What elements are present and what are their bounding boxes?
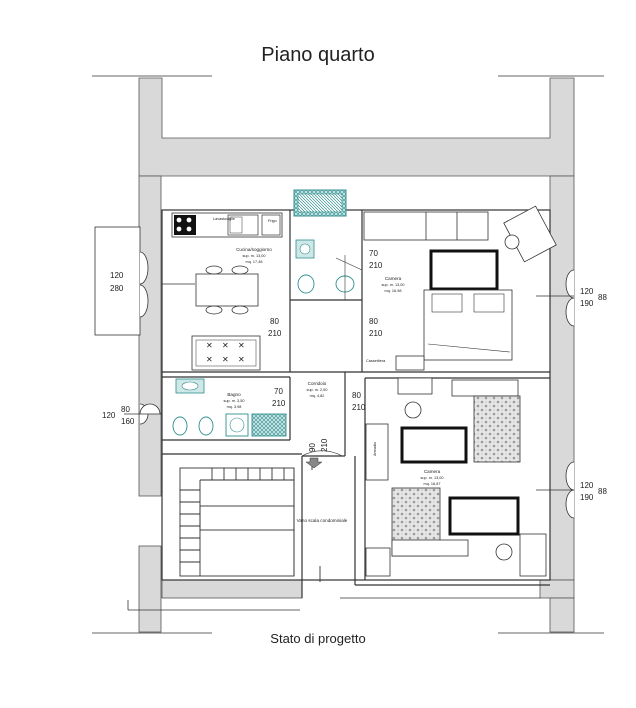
corridor-area: sup. m. 2,50: [307, 388, 328, 392]
right-window-top-height: 190: [580, 299, 594, 308]
door-bath-height: 210: [272, 399, 286, 408]
svg-text:✕: ✕: [206, 341, 213, 350]
entrance-door: [301, 450, 343, 469]
right-window-bottom: [536, 461, 575, 519]
door-bedroom-top-height: 210: [369, 329, 383, 338]
bedroom-bottom-area: sup. m. 13,00: [420, 476, 443, 480]
right-window-top: [536, 269, 575, 327]
door-wc-width: 70: [369, 249, 378, 258]
bathroom-fixtures: [172, 378, 287, 437]
left-balcony: [94, 226, 141, 336]
fridge-label: Frigo: [268, 219, 277, 223]
door-bedroom-bottom-height: 210: [352, 403, 366, 412]
corridor-floor-area: mq. 4,82: [310, 394, 325, 398]
bathroom-name: Bagno: [227, 392, 241, 397]
bathroom-floor-area: mq. 3,98: [227, 405, 242, 409]
svg-text:✕: ✕: [206, 355, 213, 364]
svg-text:✕: ✕: [238, 341, 245, 350]
door-swings-top: [289, 255, 363, 344]
dishwasher-label: Lavastoviglie: [213, 217, 235, 221]
bath-window-sill: 80: [121, 405, 130, 414]
bath-window-width: 120: [102, 411, 116, 420]
dining-table: [195, 265, 259, 315]
door-bedroom-top-width: 80: [369, 317, 378, 326]
stairs-label: Vano scala condominiale: [297, 518, 348, 523]
right-window-top-sill: 88: [598, 293, 607, 302]
bedroom-top-name: Camera: [385, 276, 402, 281]
sofa: ✕ ✕ ✕ ✕ ✕ ✕: [191, 335, 261, 371]
kitchen-area: sup. m. 13,00: [242, 254, 265, 258]
exterior-lines: [127, 597, 540, 611]
right-window-bottom-height: 190: [580, 493, 594, 502]
door-kitchen-width: 80: [270, 317, 279, 326]
bedroom-top-floor-area: mq. 16,98: [385, 289, 402, 293]
door-bedroom-bottom-width: 80: [352, 391, 361, 400]
bedroom-bottom-floor-area: mq. 16,87: [424, 482, 441, 486]
entrance-width: 90: [308, 443, 317, 452]
kitchen-name: Cucina/soggiorno: [236, 247, 272, 252]
bottom-bedroom-furniture: [365, 377, 547, 577]
right-window-bottom-sill: 88: [598, 487, 607, 496]
bedroom-bottom-name: Camera: [424, 469, 441, 474]
staircase: [179, 458, 321, 582]
plan-title: Piano quarto: [261, 44, 375, 66]
plan-subtitle: Stato di progetto: [270, 631, 366, 646]
door-kitchen-height: 210: [268, 329, 282, 338]
door-bath-width: 70: [274, 387, 283, 396]
svg-text:✕: ✕: [238, 355, 245, 364]
corridor-name: Corridoio: [308, 381, 327, 386]
wc-room-fixtures: [293, 189, 363, 294]
kitchen-counter: [171, 212, 283, 238]
door-wc-height: 210: [369, 261, 383, 270]
reference-lines: [92, 75, 604, 634]
bathroom-area: sup. m. 3,50: [224, 399, 245, 403]
left-window-height: 280: [110, 284, 124, 293]
right-window-top-width: 120: [580, 287, 594, 296]
left-window-width: 120: [110, 271, 124, 280]
top-bedroom-furniture: [363, 205, 557, 371]
svg-text:✕: ✕: [222, 341, 229, 350]
interior-walls: [161, 209, 551, 598]
bedroom-top-area: sup. m. 13,00: [381, 283, 404, 287]
right-window-bottom-width: 120: [580, 481, 594, 490]
left-window-bathroom: [124, 403, 162, 425]
wardrobe-label: Armadio: [373, 442, 377, 456]
kitchen-floor-area: mq. 17,48: [246, 260, 263, 264]
entrance-height: 210: [320, 438, 329, 452]
left-window-kitchen: [139, 251, 195, 318]
bath-window-height: 160: [121, 417, 135, 426]
svg-text:✕: ✕: [222, 355, 229, 364]
dresser-label-top: Cassettiera: [366, 359, 386, 363]
